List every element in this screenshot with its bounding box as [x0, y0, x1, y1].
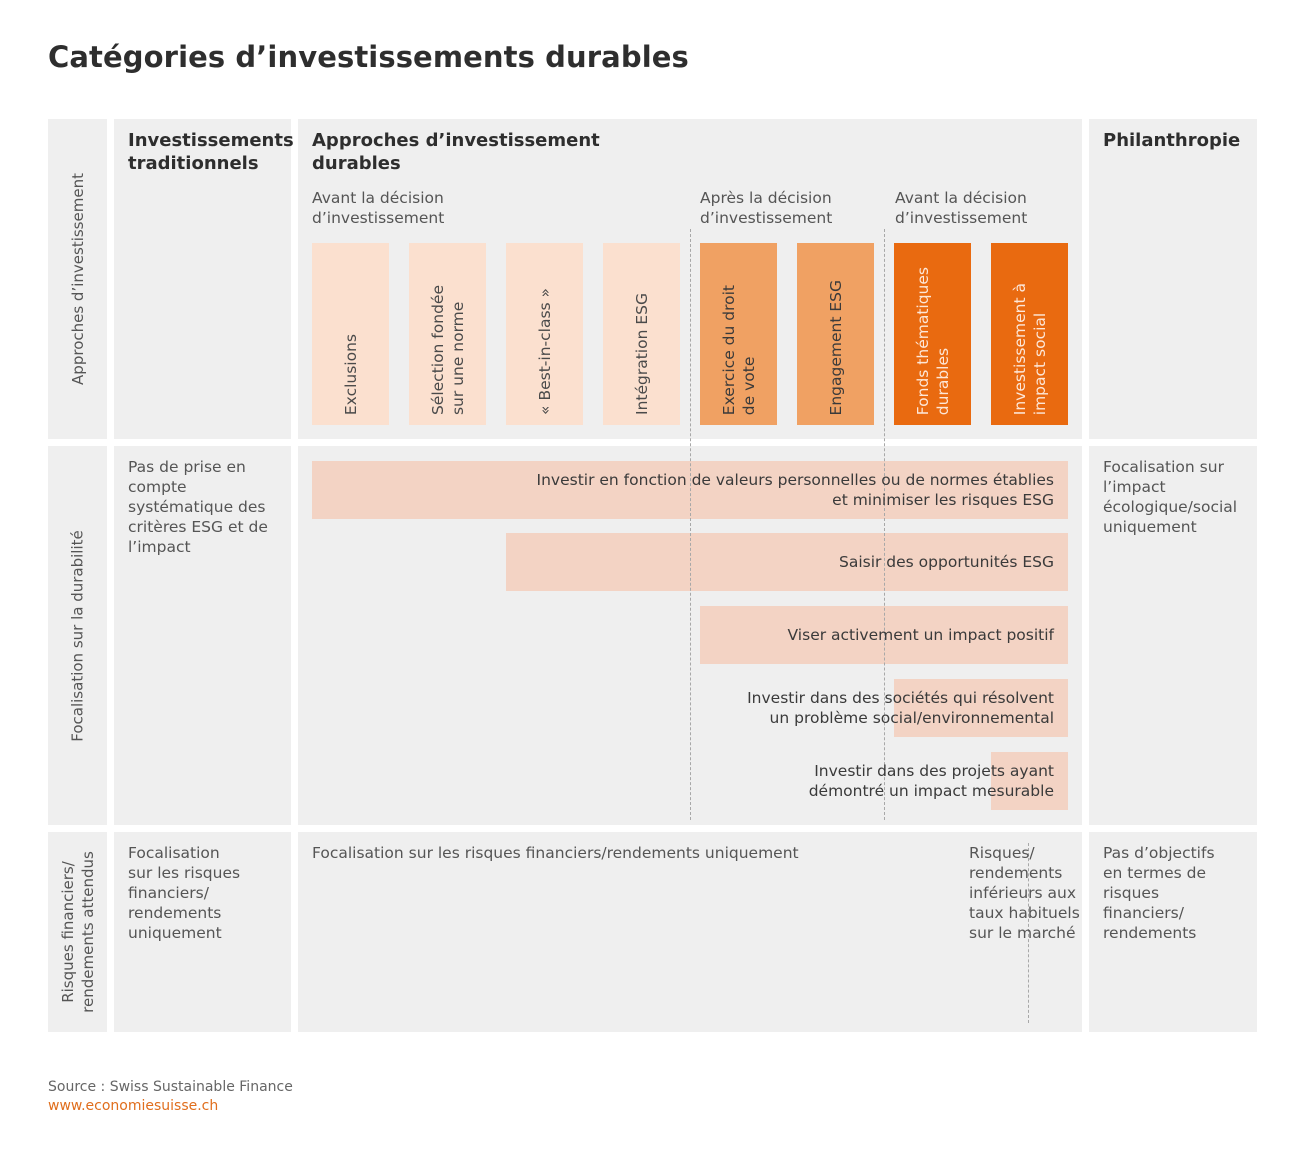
- text-line: et minimiser les risques ESG: [832, 491, 1054, 509]
- text-line: Pas d’objectifs: [1103, 844, 1215, 862]
- text-line: financiers/: [128, 884, 209, 902]
- bar-measurable-impact-label: Investir dans des projets ayant démontré…: [809, 761, 1054, 801]
- text-line: taux habituels: [969, 904, 1080, 922]
- text-line: l’impact: [128, 538, 191, 556]
- text-line: sur le marché: [969, 924, 1076, 942]
- approach-esg-engagement-label: Engagement ESG: [826, 279, 845, 415]
- bar-esg-opportunities: Saisir des opportunités ESG: [506, 533, 1068, 591]
- row-label-risk-text: Risques financiers/ rendements attendus: [58, 851, 98, 1013]
- risk-sustainable-cell: [298, 832, 1082, 1032]
- approach-best-in-class-label: « Best-in-class »: [535, 288, 554, 415]
- risk-philanthropy-cell: [1089, 832, 1257, 1032]
- text-line: en termes de: [1103, 864, 1207, 882]
- sustainability-traditional-cell: [114, 446, 291, 825]
- text-line: financiers/: [1103, 904, 1184, 922]
- text-line: l’impact: [1103, 478, 1166, 496]
- bar-measurable-impact: Investir dans des projets ayant démontré…: [809, 752, 1068, 810]
- risk-traditional-text: Focalisation sur les risques financiers/…: [128, 843, 240, 943]
- bar-solving-companies: Investir dans des sociétés qui résolvent…: [747, 679, 1068, 737]
- text-line: rendements: [128, 904, 222, 922]
- header-philanthropy-cell: [1089, 119, 1257, 439]
- header-sustainable-line2: durables: [312, 153, 401, 174]
- header-sustainable: Approches d’investissement durables: [312, 129, 600, 175]
- page-title: Catégories d’investissements durables: [48, 40, 689, 74]
- phase-before-1-line2: d’investissement: [312, 209, 445, 227]
- row-label-sustainability: Focalisation sur la durabilité: [48, 446, 107, 825]
- sustainability-traditional-text: Pas de prise en compte systématique des …: [128, 457, 268, 557]
- row-label-approaches: Approches d’investissement: [48, 119, 107, 439]
- text-line: Investir dans des sociétés qui résolvent: [747, 689, 1054, 707]
- header-philanthropy: Philanthropie: [1103, 130, 1241, 151]
- phase-before-1: Avant la décision d’investissement: [312, 188, 444, 228]
- risk-traditional-cell: [114, 832, 291, 1032]
- approach-exclusions: Exclusions: [312, 243, 389, 425]
- phase-after: Après la décision d’investissement: [700, 188, 832, 228]
- phase-after-line1: Après la décision: [700, 189, 832, 207]
- text-line: Focalisation sur: [1103, 458, 1224, 476]
- header-traditional: Investissements traditionnels: [128, 129, 294, 175]
- text-line: Risques/: [969, 844, 1035, 862]
- risk-philanthropy-text: Pas d’objectifs en termes de risques fin…: [1103, 843, 1215, 943]
- phase-before-1-line1: Avant la décision: [312, 189, 444, 207]
- text-line: Investir dans des projets ayant: [814, 762, 1054, 780]
- bar-esg-opportunities-label: Saisir des opportunités ESG: [838, 553, 1054, 571]
- phase-before-2-line1: Avant la décision: [895, 189, 1027, 207]
- row-label-sustainability-text: Focalisation sur la durabilité: [68, 529, 87, 742]
- text-line: Pas de prise en: [128, 458, 246, 476]
- phase-before-2-line2: d’investissement: [895, 209, 1028, 227]
- bar-positive-impact-label: Viser activement un impact positif: [787, 626, 1054, 644]
- approach-esg-integration: Intégration ESG: [603, 243, 680, 425]
- row-label-risk: Risques financiers/ rendements attendus: [48, 832, 107, 1032]
- phase-after-line2: d’investissement: [700, 209, 833, 227]
- text-line: Focalisation: [128, 844, 220, 862]
- header-traditional-cell: [114, 119, 291, 439]
- text-line: sur les risques: [128, 864, 241, 882]
- divider-after-decision: [690, 229, 691, 820]
- text-line: critères ESG et de: [128, 518, 268, 536]
- bar-solving-companies-label: Investir dans des sociétés qui résolvent…: [747, 688, 1054, 728]
- sustainability-philanthropy-cell: [1089, 446, 1257, 825]
- text-line: uniquement: [128, 924, 222, 942]
- text-line: démontré un impact mesurable: [808, 782, 1054, 800]
- phase-before-2: Avant la décision d’investissement: [895, 188, 1027, 228]
- header-traditional-line1: Investissements: [128, 130, 294, 151]
- text-line: inférieurs aux: [969, 884, 1077, 902]
- header-sustainable-line1: Approches d’investissement: [312, 130, 600, 151]
- risk-sustainable-text: Focalisation sur les risques financiers/…: [312, 844, 799, 862]
- footer-source: Source : Swiss Sustainable Finance: [48, 1079, 293, 1095]
- text-line: compte: [128, 478, 187, 496]
- approach-esg-engagement: Engagement ESG: [797, 243, 874, 425]
- text-line: risques: [1103, 884, 1160, 902]
- text-line: rendements: [969, 864, 1063, 882]
- text-line: écologique/social: [1103, 498, 1238, 516]
- approach-exclusions-label: Exclusions: [341, 333, 360, 415]
- header-traditional-line2: traditionnels: [128, 153, 259, 174]
- bar-values-norms-label: Investir en fonction de valeurs personne…: [537, 470, 1054, 510]
- divider-before-decision: [884, 229, 885, 820]
- text-line: Risques financiers/: [58, 861, 77, 1003]
- approach-esg-integration-label: Intégration ESG: [632, 293, 651, 415]
- text-line: rendements: [1103, 924, 1197, 942]
- text-line: systématique des: [128, 498, 266, 516]
- text-line: Investir en fonction de valeurs personne…: [536, 471, 1054, 489]
- text-line: un problème social/environnemental: [769, 709, 1054, 727]
- sustainability-philanthropy-text: Focalisation sur l’impact écologique/soc…: [1103, 457, 1237, 537]
- text-line: rendements attendus: [78, 851, 97, 1013]
- text-line: uniquement: [1103, 518, 1197, 536]
- bar-values-norms: Investir en fonction de valeurs personne…: [312, 461, 1068, 519]
- risk-lower-returns-text: Risques/ rendements inférieurs aux taux …: [969, 843, 1080, 943]
- row-label-approaches-text: Approches d’investissement: [68, 173, 87, 385]
- footer-url[interactable]: www.economiesuisse.ch: [48, 1098, 219, 1114]
- approach-best-in-class: « Best-in-class »: [506, 243, 583, 425]
- divider-risk: [1028, 843, 1029, 1023]
